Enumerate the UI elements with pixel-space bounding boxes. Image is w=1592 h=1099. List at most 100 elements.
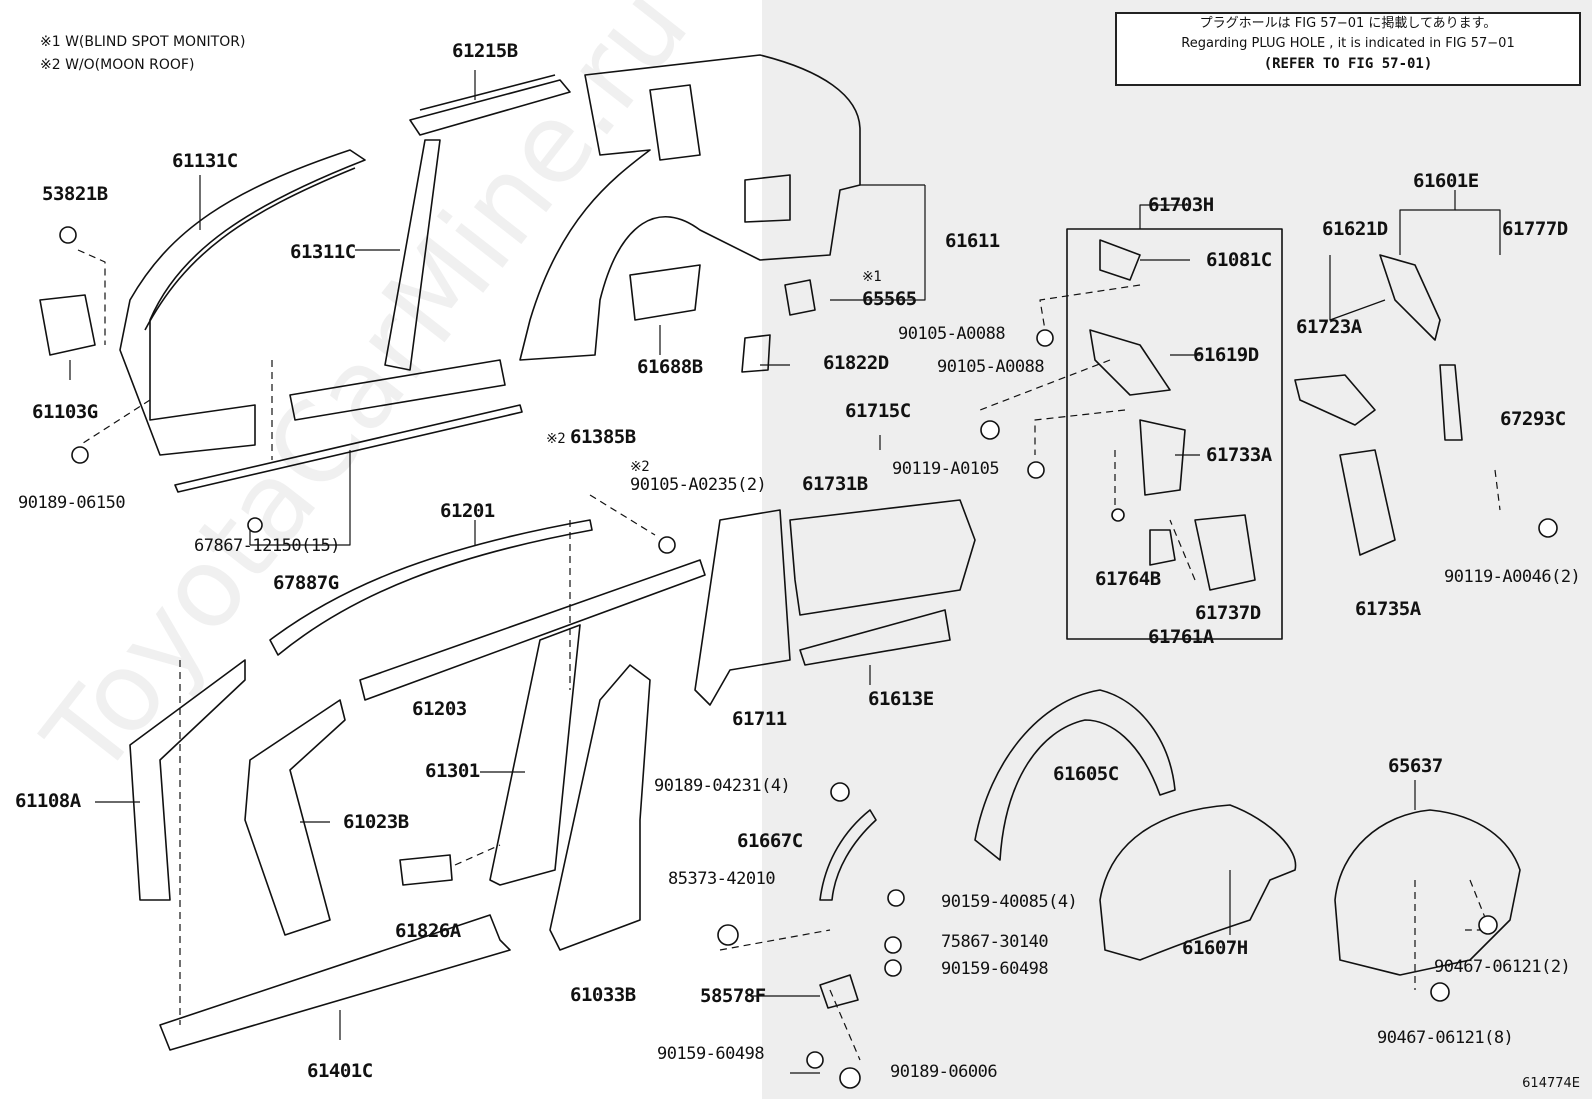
label-61731B[interactable]: 61731B: [802, 473, 868, 495]
part-61733A-shape: [1139, 419, 1186, 496]
label-61688B[interactable]: 61688B: [637, 356, 703, 378]
label-61777D[interactable]: 61777D: [1502, 218, 1568, 240]
part-65565-shape: [784, 279, 816, 316]
part-61103G-shape: [39, 294, 96, 356]
note-blind-spot-monitor: ※1 W(BLIND SPOT MONITOR): [40, 34, 246, 50]
part-61822D-shape: [741, 334, 771, 373]
label-61203[interactable]: 61203: [412, 698, 467, 720]
label-61715C[interactable]: 61715C: [845, 400, 911, 422]
label-61619D[interactable]: 61619D: [1193, 344, 1259, 366]
label-75867-30140[interactable]: 75867-30140: [941, 932, 1049, 952]
label-90105-A0088-lower[interactable]: 90105-A0088: [937, 357, 1045, 377]
label-61033B[interactable]: 61033B: [570, 984, 636, 1006]
label-61385B[interactable]: 61385B: [570, 426, 636, 448]
label-note1-65565: ※1: [862, 269, 882, 285]
notice-reference: (REFER TO FIG 57-01): [1263, 56, 1433, 72]
fasteners: [71, 329, 1558, 1089]
notice-english: Regarding PLUG HOLE , it is indicated in…: [1181, 36, 1515, 51]
label-85373-42010[interactable]: 85373-42010: [668, 869, 776, 889]
label-61601E[interactable]: 61601E: [1413, 170, 1479, 192]
part-61131C-shape: [119, 149, 366, 456]
part-61619D-shape: [1089, 329, 1171, 396]
part-61613E-shape: [799, 609, 951, 666]
label-90159-40085[interactable]: 90159-40085(4): [941, 892, 1078, 912]
label-61215B[interactable]: 61215B: [452, 40, 518, 62]
label-note2-61385B: ※2: [546, 431, 566, 447]
shaded-region: [762, 0, 1592, 1099]
part-61688B-shape: [629, 264, 701, 321]
label-58578F[interactable]: 58578F: [700, 985, 766, 1007]
label-61201[interactable]: 61201: [440, 500, 495, 522]
label-90159-60498-lower[interactable]: 90159-60498: [657, 1044, 765, 1064]
label-61605C[interactable]: 61605C: [1053, 763, 1119, 785]
label-90105-A0088-upper[interactable]: 90105-A0088: [898, 324, 1006, 344]
label-61667C[interactable]: 61667C: [737, 830, 803, 852]
part-61621D-shape: [1379, 254, 1441, 341]
part-61737D-shape: [1194, 514, 1256, 591]
label-53821B[interactable]: 53821B: [42, 183, 108, 205]
label-90467-06121-2[interactable]: 90467-06121(2): [1434, 957, 1571, 977]
part-61826A-shape: [399, 854, 453, 886]
label-61735A[interactable]: 61735A: [1355, 598, 1421, 620]
label-61826A[interactable]: 61826A: [395, 920, 461, 942]
label-67887G[interactable]: 67887G: [273, 572, 339, 594]
part-61201-shape: [269, 519, 593, 656]
label-90189-06006[interactable]: 90189-06006: [890, 1062, 998, 1082]
label-65637[interactable]: 65637: [1388, 755, 1443, 777]
label-67867-12150[interactable]: 67867-12150(15): [194, 536, 341, 556]
label-61733A[interactable]: 61733A: [1206, 444, 1272, 466]
part-61764B-shape: [1149, 529, 1176, 566]
label-61081C[interactable]: 61081C: [1206, 249, 1272, 271]
part-61731B-shape: [789, 499, 976, 616]
label-61703H[interactable]: 61703H: [1148, 194, 1214, 216]
label-61301[interactable]: 61301: [425, 760, 480, 782]
part-61311C-shape: [174, 139, 523, 493]
label-61764B[interactable]: 61764B: [1095, 568, 1161, 590]
label-90189-06150[interactable]: 90189-06150: [18, 493, 126, 513]
label-61621D[interactable]: 61621D: [1322, 218, 1388, 240]
label-67293C[interactable]: 67293C: [1500, 408, 1566, 430]
label-61607H[interactable]: 61607H: [1182, 937, 1248, 959]
label-61611[interactable]: 61611: [945, 230, 1000, 252]
label-61737D[interactable]: 61737D: [1195, 602, 1261, 624]
figure-number: 614774E: [1522, 1076, 1580, 1091]
part-61215B-shape: [409, 74, 571, 136]
label-90105-A0235[interactable]: 90105-A0235(2): [630, 475, 767, 495]
label-65565[interactable]: 65565: [862, 288, 917, 310]
label-61401C[interactable]: 61401C: [307, 1060, 373, 1082]
label-61711[interactable]: 61711: [732, 708, 787, 730]
label-61723A[interactable]: 61723A: [1296, 316, 1362, 338]
label-61023B[interactable]: 61023B: [343, 811, 409, 833]
part-61301-shape: [489, 624, 581, 886]
label-61613E[interactable]: 61613E: [868, 688, 934, 710]
part-61081C-shape: [1099, 239, 1141, 281]
part-61023B-shape: [244, 699, 346, 936]
leader-lines: [69, 70, 1501, 1074]
label-90159-60498-upper[interactable]: 90159-60498: [941, 959, 1049, 979]
dashed-guides: [77, 249, 1501, 1061]
label-90467-06121-8[interactable]: 90467-06121(8): [1377, 1028, 1514, 1048]
label-61108A[interactable]: 61108A: [15, 790, 81, 812]
part-61777D-shape: [1439, 364, 1463, 441]
part-61735A-shape: [1339, 449, 1396, 556]
part-61605C-shape: [974, 689, 1176, 861]
label-61103G[interactable]: 61103G: [32, 401, 98, 423]
label-90119-A0105[interactable]: 90119-A0105: [892, 459, 1000, 479]
part-61607H-shape: [1099, 804, 1297, 961]
part-61108A-shape: [129, 659, 246, 901]
part-61711-shape: [694, 509, 791, 706]
label-90119-A0046[interactable]: 90119-A0046(2): [1444, 567, 1581, 587]
label-61131C[interactable]: 61131C: [172, 150, 238, 172]
label-61761A[interactable]: 61761A: [1148, 626, 1214, 648]
part-61033B-shape: [549, 664, 651, 951]
part-53821B-shape: [59, 226, 77, 244]
part-65637-shape: [1334, 809, 1521, 976]
label-90189-04231[interactable]: 90189-04231(4): [654, 776, 791, 796]
label-61822D[interactable]: 61822D: [823, 352, 889, 374]
part-61723A-shape: [1294, 374, 1376, 426]
note-moon-roof: ※2 W/O(MOON ROOF): [40, 57, 195, 73]
label-61311C[interactable]: 61311C: [290, 241, 356, 263]
notice-japanese: プラグホールは FIG 57−01 に掲載してあります。: [1199, 16, 1497, 31]
label-note2-90105: ※2: [630, 459, 650, 475]
